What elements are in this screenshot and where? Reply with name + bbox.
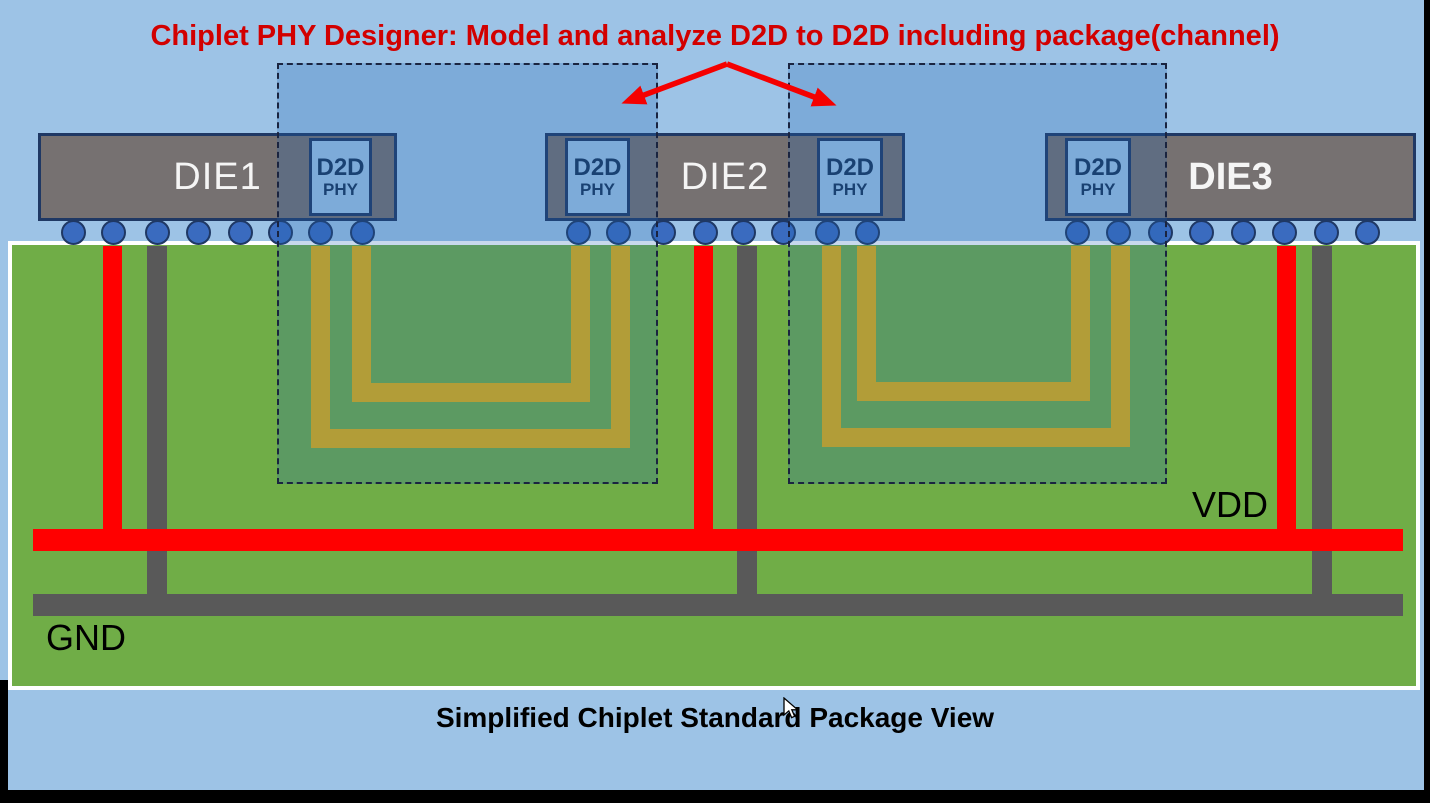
d2d-signal-trace bbox=[822, 246, 841, 447]
d2d-phy-title: D2D bbox=[1073, 154, 1122, 182]
d2d-signal-trace bbox=[352, 383, 590, 402]
bump bbox=[1271, 220, 1297, 245]
frame-edge bbox=[0, 790, 1430, 803]
bump bbox=[814, 220, 840, 245]
bump bbox=[854, 220, 880, 245]
d2d-phy-block-die2-left: D2D PHY bbox=[565, 138, 630, 216]
bump bbox=[650, 220, 676, 245]
d2d-signal-trace bbox=[352, 246, 371, 402]
bump bbox=[692, 220, 718, 245]
gnd-rail bbox=[33, 594, 1403, 616]
d2d-phy-block-die2-right: D2D PHY bbox=[817, 138, 883, 216]
d2d-signal-trace bbox=[822, 428, 1130, 447]
d2d-channel-region-right bbox=[788, 63, 1167, 484]
bump bbox=[185, 220, 211, 245]
bump bbox=[1064, 220, 1090, 245]
bump bbox=[770, 220, 796, 245]
d2d-phy-subtitle: PHY bbox=[323, 179, 358, 199]
d2d-signal-trace bbox=[1071, 246, 1090, 401]
caption: Simplified Chiplet Standard Package View bbox=[435, 702, 995, 733]
bump bbox=[1188, 220, 1214, 245]
d2d-signal-trace bbox=[857, 382, 1090, 401]
bump bbox=[349, 220, 375, 245]
d2d-phy-subtitle: PHY bbox=[580, 179, 615, 199]
gnd-via bbox=[737, 246, 757, 616]
d2d-phy-subtitle: PHY bbox=[1080, 179, 1116, 199]
die-1-label: DIE1 bbox=[173, 155, 262, 198]
d2d-phy-subtitle: PHY bbox=[832, 179, 868, 199]
d2d-signal-trace bbox=[857, 246, 876, 401]
bump bbox=[307, 220, 333, 245]
vdd-via bbox=[694, 246, 713, 551]
bump bbox=[227, 220, 253, 245]
gnd-label: GND bbox=[46, 617, 126, 658]
d2d-channel-region-left bbox=[277, 63, 658, 484]
bump bbox=[144, 220, 170, 245]
d2d-signal-trace bbox=[611, 246, 630, 448]
package-substrate bbox=[8, 241, 1420, 690]
d2d-signal-trace bbox=[571, 246, 590, 402]
frame-edge bbox=[0, 680, 8, 790]
bump bbox=[60, 220, 86, 245]
bump bbox=[605, 220, 631, 245]
bump bbox=[1354, 220, 1380, 245]
bump bbox=[565, 220, 591, 245]
bump bbox=[100, 220, 126, 245]
d2d-signal-trace bbox=[311, 429, 630, 448]
die-2-label: DIE2 bbox=[680, 155, 770, 198]
d2d-phy-block-die1: D2D PHY bbox=[309, 138, 372, 216]
gnd-via bbox=[147, 246, 167, 616]
vdd-label: VDD bbox=[1191, 484, 1268, 525]
gnd-via bbox=[1312, 246, 1332, 616]
d2d-signal-trace bbox=[311, 246, 330, 448]
vdd-rail bbox=[33, 529, 1403, 551]
bump bbox=[730, 220, 756, 245]
bump bbox=[1147, 220, 1173, 245]
d2d-phy-title: D2D bbox=[825, 154, 874, 182]
d2d-signal-trace bbox=[1111, 246, 1130, 447]
bump bbox=[1313, 220, 1339, 245]
bump bbox=[1230, 220, 1256, 245]
vdd-via bbox=[103, 246, 122, 551]
bump bbox=[1105, 220, 1131, 245]
bump bbox=[267, 220, 293, 245]
d2d-phy-title: D2D bbox=[316, 154, 365, 182]
vdd-via bbox=[1277, 246, 1296, 551]
die-3-label: DIE3 bbox=[1188, 155, 1273, 198]
d2d-phy-title: D2D bbox=[573, 154, 622, 182]
frame-edge bbox=[1424, 0, 1430, 803]
slide-title: Chiplet PHY Designer: Model and analyze … bbox=[150, 20, 1280, 52]
d2d-phy-block-die3: D2D PHY bbox=[1065, 138, 1131, 216]
